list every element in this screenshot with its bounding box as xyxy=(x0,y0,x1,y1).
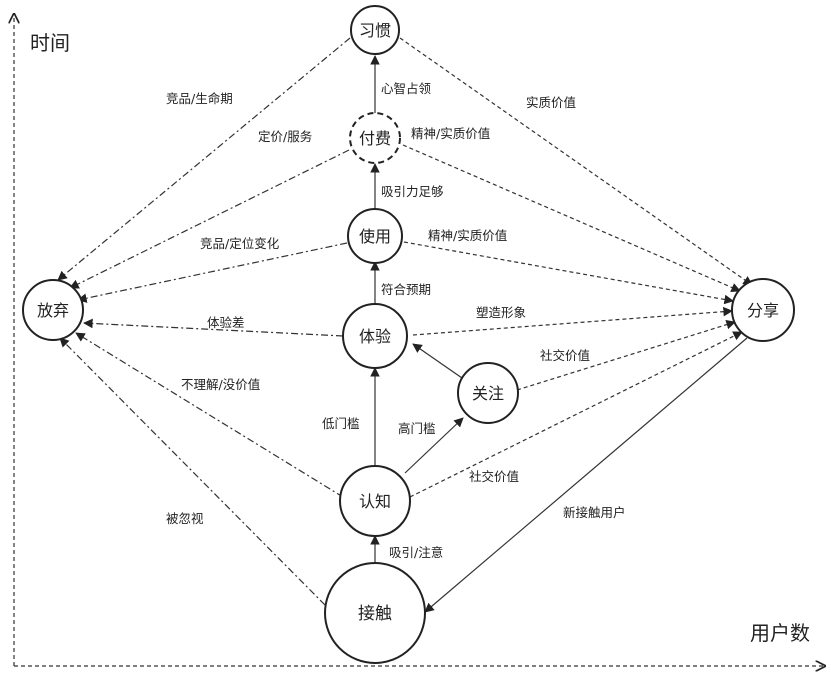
edge-cog-to-abandon xyxy=(75,332,344,498)
edge-habit-to-abandon xyxy=(57,37,351,281)
edge-habit-to-share xyxy=(399,37,753,286)
node-use: 使用 xyxy=(347,208,403,264)
label-cog-to-abandon: 不理解/没价值 xyxy=(181,377,260,392)
label-cog-to-exp: 低门槛 xyxy=(322,416,360,431)
edge-cog-to-follow xyxy=(404,417,464,474)
share-edges xyxy=(399,37,753,498)
node-experience: 体验 xyxy=(342,303,408,369)
label-cog-to-share: 社交价值 xyxy=(469,469,519,484)
label-habit-to-share: 实质价值 xyxy=(526,95,576,110)
node-share: 分享 xyxy=(731,278,795,342)
node-contact-label: 接触 xyxy=(358,604,392,624)
edge-pay-to-abandon xyxy=(69,149,350,289)
edge-share-to-contact xyxy=(424,337,748,613)
edge-exp-to-abandon xyxy=(83,318,344,337)
label-pay-to-share: 精神/实质价值 xyxy=(411,126,490,141)
node-pay: 付费 xyxy=(349,112,401,164)
nodes: 习惯 付费 使用 体验 关注 认知 接触 放弃 xyxy=(22,5,795,664)
edge-use-to-share xyxy=(403,241,734,305)
node-follow-label: 关注 xyxy=(472,384,504,403)
edge-labels: 心智占领 吸引力足够 符合预期 低门槛 高门槛 吸引/注意 竞品/生命期 定价/… xyxy=(166,81,626,560)
node-experience-label: 体验 xyxy=(359,327,391,346)
edge-exp-to-share xyxy=(412,306,733,336)
x-axis-label: 用户数 xyxy=(750,621,810,645)
label-exp-to-abandon: 体验差 xyxy=(207,315,245,330)
node-abandon-label: 放弃 xyxy=(37,301,69,320)
label-contact-to-cog: 吸引/注意 xyxy=(389,545,443,560)
edge-pay-to-share xyxy=(402,144,741,292)
label-cog-to-follow: 高门槛 xyxy=(398,421,436,436)
label-pay-to-habit: 心智占领 xyxy=(381,81,432,96)
label-share-to-contact: 新接触用户 xyxy=(563,505,626,520)
node-follow: 关注 xyxy=(457,362,519,424)
node-share-label: 分享 xyxy=(747,301,779,320)
node-pay-label: 付费 xyxy=(359,129,391,148)
node-abandon: 放弃 xyxy=(22,279,84,341)
label-use-to-share: 精神/实质价值 xyxy=(428,228,507,243)
edge-contact-to-abandon xyxy=(59,337,326,606)
edge-follow-to-exp xyxy=(412,343,463,379)
node-cognition: 认知 xyxy=(339,465,411,537)
label-pay-to-abandon: 定价/服务 xyxy=(258,129,312,144)
label-contact-to-abandon: 被忽视 xyxy=(166,511,204,526)
label-exp-to-use: 符合预期 xyxy=(381,282,431,297)
label-follow-to-share: 社交价值 xyxy=(540,348,590,363)
edge-cog-to-share xyxy=(409,331,743,498)
label-exp-to-share: 塑造形象 xyxy=(476,305,526,320)
abandon-edges xyxy=(57,37,351,606)
edge-follow-to-share xyxy=(516,319,736,391)
label-use-to-abandon: 竞品/定位变化 xyxy=(200,236,280,251)
node-habit-label: 习惯 xyxy=(359,21,391,40)
axes: 时间 用户数 xyxy=(14,14,825,666)
y-axis-label: 时间 xyxy=(30,31,70,55)
label-habit-to-abandon: 竞品/生命期 xyxy=(166,91,233,106)
progression-edges xyxy=(370,55,748,613)
edge-use-to-abandon xyxy=(77,242,348,303)
label-use-to-pay: 吸引力足够 xyxy=(381,184,444,199)
node-contact: 接触 xyxy=(324,562,426,664)
node-habit: 习惯 xyxy=(350,5,400,55)
node-cognition-label: 认知 xyxy=(359,492,391,511)
node-use-label: 使用 xyxy=(359,227,391,246)
